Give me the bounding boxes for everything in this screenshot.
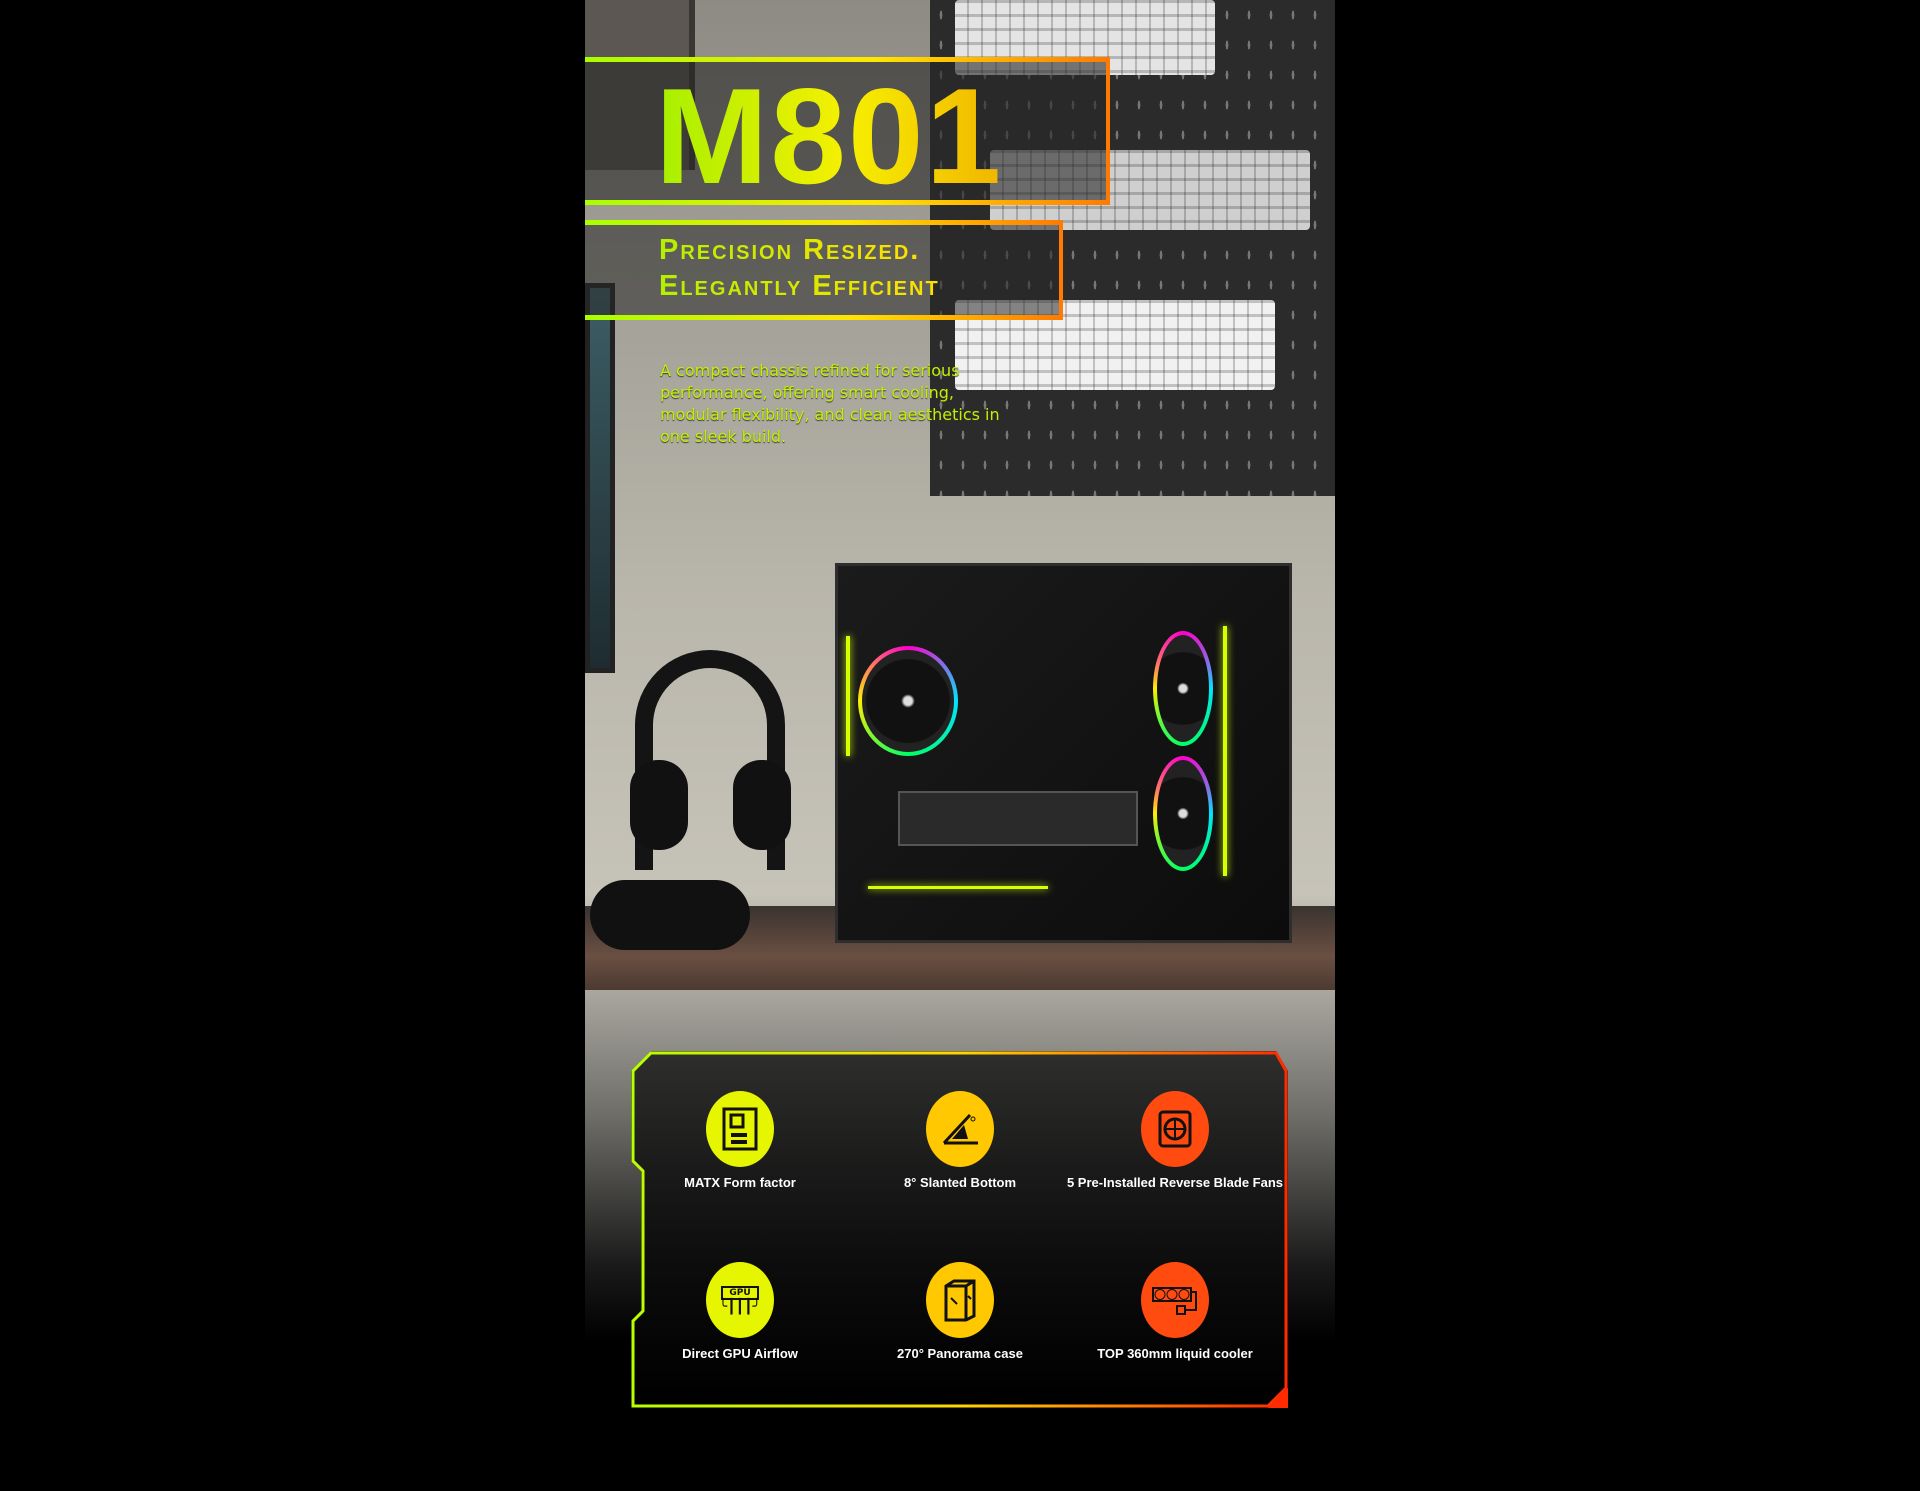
- wall-poster: [585, 283, 615, 673]
- feature-label: MATX Form factor: [684, 1175, 796, 1190]
- gamepad-image: [590, 880, 750, 950]
- fan: [1153, 631, 1213, 746]
- rgb-strip: [846, 636, 850, 756]
- accent-line: [585, 200, 1110, 205]
- feature-panorama: 270° Panorama case: [850, 1262, 1070, 1361]
- radiator-icon: [1141, 1262, 1209, 1338]
- accent-line: [1059, 220, 1063, 320]
- motherboard-icon: [706, 1091, 774, 1167]
- feature-slanted-bottom: 8° Slanted Bottom: [850, 1091, 1070, 1190]
- accent-line: [585, 57, 1110, 62]
- feature-fans: 5 Pre-Installed Reverse Blade Fans: [1065, 1091, 1285, 1190]
- rgb-strip: [868, 886, 1048, 889]
- headphone-cup: [630, 760, 688, 850]
- title-band: [585, 62, 1110, 202]
- angle-icon: [926, 1091, 994, 1167]
- tagline-line1: Precision Resized.: [659, 234, 921, 266]
- subtitle-band: [585, 225, 1063, 318]
- tagline-line2: Elegantly Efficient: [659, 270, 940, 302]
- fan: [858, 646, 958, 756]
- feature-label: 8° Slanted Bottom: [903, 1175, 1017, 1190]
- airflow-lines: ╰┃┃┃╯: [718, 1299, 762, 1315]
- product-title: M801: [655, 60, 1004, 212]
- fan: [1153, 756, 1213, 871]
- headphone-cup: [733, 760, 791, 850]
- feature-liquid-cooler: TOP 360mm liquid cooler: [1065, 1262, 1285, 1361]
- feature-gpu-airflow: GPU╰┃┃┃╯ Direct GPU Airflow: [630, 1262, 850, 1361]
- feature-label: Direct GPU Airflow: [682, 1346, 798, 1361]
- feature-label: 5 Pre-Installed Reverse Blade Fans: [1066, 1175, 1284, 1190]
- glass-case-icon: [926, 1262, 994, 1338]
- gpu-icon: GPU╰┃┃┃╯: [706, 1262, 774, 1338]
- product-banner: M801 Precision Resized. Elegantly Effici…: [585, 0, 1335, 1491]
- accent-line: [585, 315, 1063, 320]
- feature-label: 270° Panorama case: [897, 1346, 1023, 1361]
- pc-case-image: [835, 563, 1292, 943]
- feature-matx: MATX Form factor: [630, 1091, 850, 1190]
- accent-line: [585, 220, 1063, 225]
- feature-label: TOP 360mm liquid cooler: [1097, 1346, 1253, 1361]
- accent-line: [1106, 57, 1110, 204]
- rgb-strip: [1223, 626, 1227, 876]
- product-description: A compact chassis refined for serious pe…: [660, 361, 1000, 446]
- fan-icon: [1141, 1091, 1209, 1167]
- gpu-image: [898, 791, 1138, 846]
- gpu-icon-text: GPU: [721, 1286, 759, 1300]
